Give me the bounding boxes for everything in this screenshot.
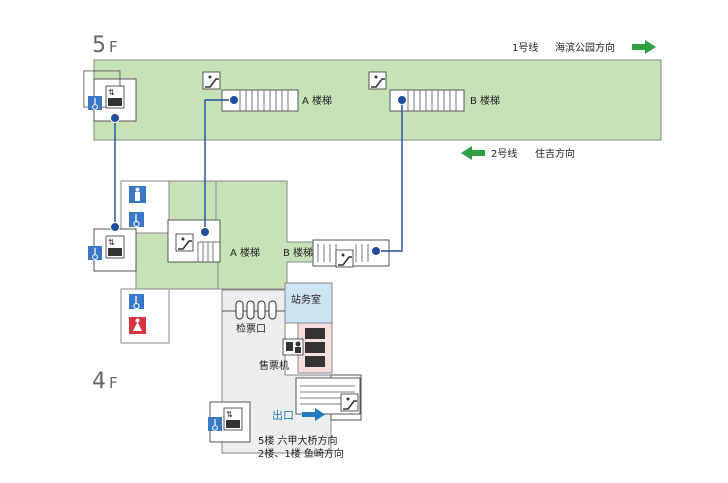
wheelchair-icon (208, 417, 222, 431)
ticket-gate: 检票口 (222, 300, 285, 335)
line1-direction: 1号线 海滨公园方向 (512, 40, 656, 54)
wheelchair-icon (88, 246, 102, 260)
elevator-icon: ⇅ (223, 407, 243, 431)
escalator-icon (202, 71, 221, 90)
exit-label: 出口 (272, 408, 294, 422)
exit-direction-1: 5楼 六甲大桥方向 (258, 434, 338, 447)
female-icon (129, 317, 146, 334)
ticket-machines: 售票机 (259, 322, 333, 374)
wheelchair-icon (129, 294, 144, 310)
escalator-icon (175, 233, 194, 252)
escalator-icon (340, 393, 359, 412)
svg-text:⇅: ⇅ (108, 238, 115, 247)
wheelchair-icon (88, 96, 102, 110)
stairs-b-lower-label: B 楼梯 (283, 246, 313, 259)
svg-text:⇅: ⇅ (226, 410, 233, 419)
line2-direction: 2号线 住吉方向 (461, 146, 575, 160)
svg-text:2号线: 2号线 (491, 147, 517, 160)
arrow-right-icon (632, 40, 656, 54)
route-nodes (110, 95, 407, 256)
ticket-machine-label: 售票机 (259, 359, 289, 372)
elevator-4f-bottom: ⇅ (208, 401, 251, 443)
male-icon (129, 186, 146, 203)
exit-direction-2: 2楼、1楼 鱼崎方向 (258, 447, 344, 460)
elevator-icon: ⇅ (105, 235, 125, 259)
ticket-gate-label: 检票口 (236, 322, 266, 335)
stairs-a-4f: A 楼梯 (167, 219, 260, 263)
exit-arrow-icon (302, 408, 325, 421)
staff-icon (282, 338, 304, 356)
elevator-icon: ⇅ (105, 85, 125, 109)
escalator-icon (368, 71, 387, 90)
stairs-a-5f: A 楼梯 (202, 71, 332, 112)
wheelchair-icon (129, 212, 144, 228)
svg-text:1号线: 1号线 (512, 41, 538, 54)
stairs-a-label: A 楼梯 (302, 94, 332, 107)
svg-text:住吉方向: 住吉方向 (535, 147, 575, 160)
escalator-icon (335, 249, 354, 268)
restrooms (120, 180, 170, 344)
stairs-b-5f: B 楼梯 (368, 71, 500, 112)
arrow-left-icon (461, 146, 485, 160)
stairs-a-lower-label: A 楼梯 (230, 246, 260, 259)
exit: 出口 5楼 六甲大桥方向 2楼、1楼 鱼崎方向 (258, 408, 344, 460)
elevator-4f-left: ⇅ (88, 228, 137, 272)
svg-text:⇅: ⇅ (108, 88, 115, 97)
accessible-route (114, 99, 403, 252)
svg-text:站务室: 站务室 (291, 293, 321, 306)
station-office: 站务室 (284, 282, 333, 324)
stairs-exit (295, 374, 362, 421)
svg-text:海滨公园方向: 海滨公园方向 (555, 41, 615, 54)
stairs-b-label: B 楼梯 (470, 94, 500, 107)
